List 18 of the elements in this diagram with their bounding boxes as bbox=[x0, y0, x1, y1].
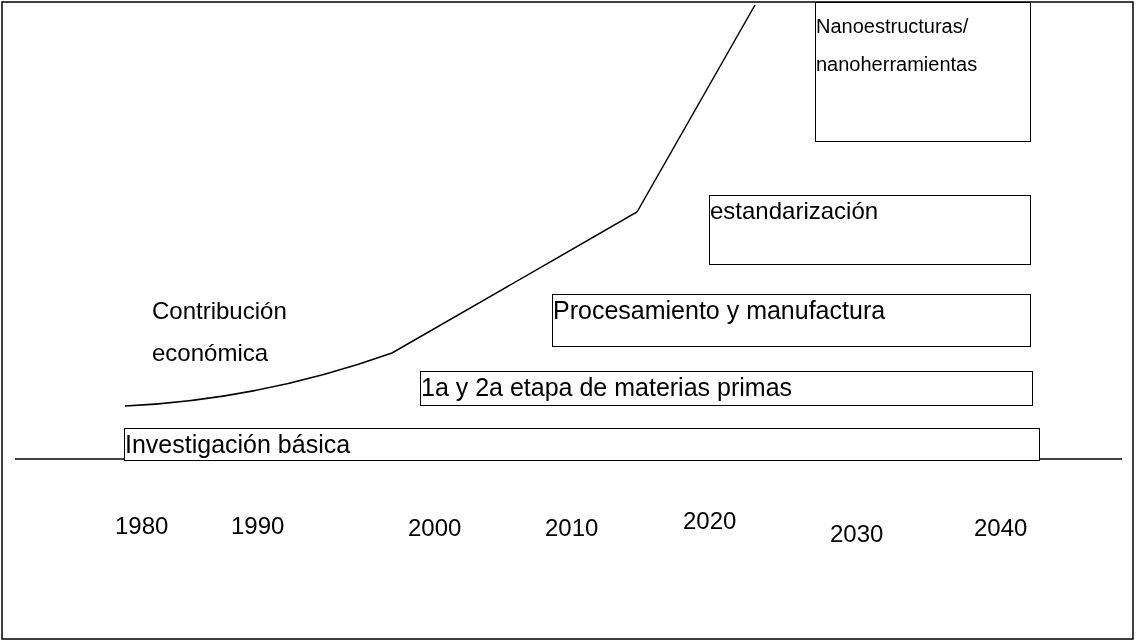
timeline-bar bbox=[124, 428, 1040, 461]
year-label: 2000 bbox=[408, 513, 462, 543]
year-label: 2010 bbox=[545, 513, 599, 543]
year-label: 2040 bbox=[974, 513, 1028, 543]
year-label: 2030 bbox=[830, 519, 884, 549]
bar-label: Nanoestructuras/ nanoherramientas bbox=[816, 14, 979, 77]
year-label: 1990 bbox=[231, 511, 285, 541]
timeline-bar bbox=[815, 2, 1031, 142]
year-label: 1980 bbox=[115, 511, 169, 541]
year-label: 2020 bbox=[683, 506, 737, 536]
timeline-bar bbox=[709, 195, 1031, 265]
curve-label: Contribución económica bbox=[152, 296, 288, 368]
timeline-bar bbox=[420, 371, 1033, 406]
bar-label: estandarización bbox=[710, 196, 879, 226]
bar-label: Procesamiento y manufactura bbox=[553, 295, 886, 326]
bar-label: Investigación básica bbox=[125, 429, 351, 460]
timeline-bar bbox=[552, 294, 1031, 347]
bar-label: 1a y 2a etapa de materias primas bbox=[421, 372, 793, 403]
